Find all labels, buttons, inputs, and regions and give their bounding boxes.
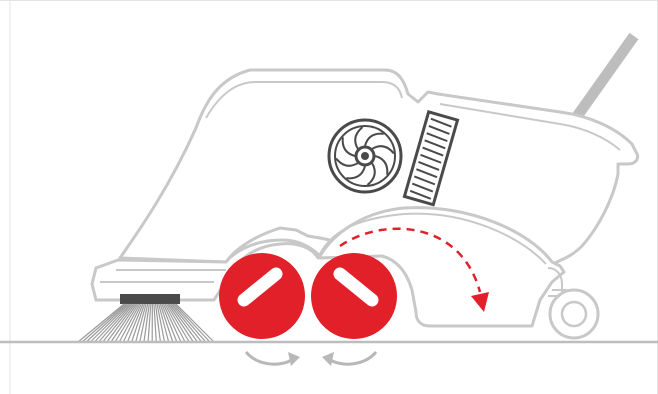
- rotation-arrows: [244, 350, 378, 366]
- filter-pleat: [422, 146, 444, 157]
- brush-bristle: [161, 303, 178, 343]
- brush-bristle: [158, 303, 170, 343]
- brush-bristle: [122, 303, 142, 343]
- brush-bristle: [102, 303, 134, 343]
- left-rotation-arrow: [244, 350, 300, 366]
- filter-pleat: [428, 124, 450, 135]
- brush-bristle: [94, 303, 131, 343]
- handle: [568, 32, 639, 126]
- filter-pleat: [416, 168, 438, 179]
- brush-bristle: [166, 303, 190, 343]
- brush-bristle: [85, 303, 128, 343]
- brush-bristle: [143, 303, 150, 343]
- brush-bristle: [135, 303, 147, 343]
- brush-bristle: [131, 303, 146, 343]
- brush-bristle: [110, 303, 138, 343]
- front-roller-brush: [219, 253, 305, 339]
- rear-roller-brush: [311, 253, 397, 339]
- brush-bristle: [77, 303, 125, 343]
- brush-bristle: [159, 303, 174, 343]
- fan-blade: [335, 157, 359, 167]
- fan: [327, 118, 403, 194]
- brush-bristle: [162, 303, 182, 343]
- brush-bristle: [126, 303, 144, 343]
- brush-bristle: [81, 303, 126, 343]
- brush-bristle: [89, 303, 130, 343]
- brush-bristle: [114, 303, 139, 343]
- brush-bristle: [98, 303, 133, 343]
- filter-pleat: [420, 153, 442, 164]
- brush-bristle: [173, 303, 211, 343]
- filter-pleat: [426, 132, 448, 143]
- brush-bristle: [164, 303, 186, 343]
- debris-path-arrow: [339, 227, 489, 312]
- fan-blade: [374, 155, 389, 175]
- right-rotation-arrow: [322, 350, 378, 366]
- fan-blade: [346, 165, 366, 180]
- brush-bristle: [156, 303, 166, 343]
- filter-pleat: [409, 189, 432, 200]
- brush-bristle: [118, 303, 141, 343]
- brush-bristle: [139, 303, 149, 343]
- filter-pleat: [424, 139, 446, 150]
- filter-pleat: [411, 182, 434, 193]
- fan-blade: [366, 162, 376, 186]
- filter: [402, 109, 460, 207]
- side-brush: [77, 294, 215, 343]
- rear-wheel: [547, 267, 600, 340]
- brush-bristle: [172, 303, 207, 343]
- fan-blade: [364, 132, 384, 147]
- brush-bristle: [106, 303, 136, 343]
- fan-blade: [354, 126, 364, 150]
- filter-pleat: [413, 175, 436, 186]
- brush-bristle: [153, 303, 157, 343]
- brush-bristle: [175, 303, 215, 343]
- filter-pleat: [418, 161, 440, 171]
- brush-bristle: [169, 303, 198, 343]
- fan-blade: [341, 137, 356, 157]
- brush-bristle: [167, 303, 194, 343]
- brush-bristle: [147, 303, 152, 343]
- brush-bristle: [154, 303, 162, 343]
- fan-blade: [371, 145, 395, 155]
- filter-pleat: [430, 117, 452, 128]
- brush-bristle: [170, 303, 203, 343]
